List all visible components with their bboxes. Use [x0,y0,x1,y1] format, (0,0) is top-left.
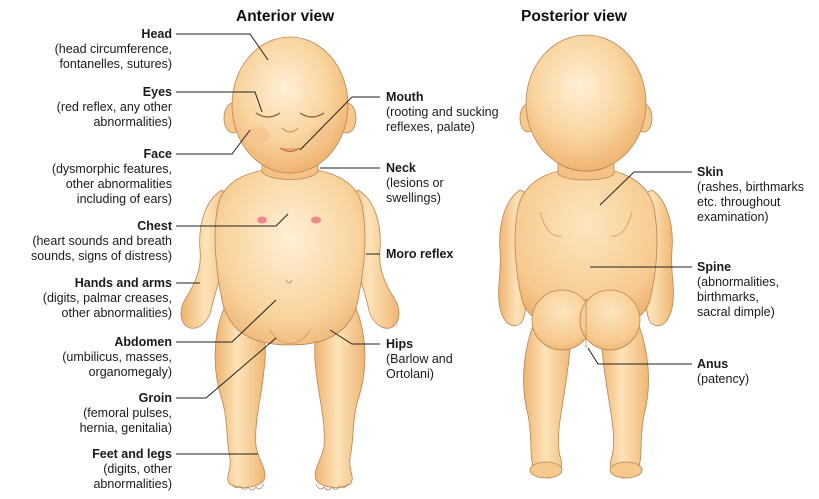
label-neck-line: (lesions or [386,176,444,191]
label-hips-line: Ortolani) [386,367,453,382]
label-moro-title: Moro reflex [386,247,453,262]
label-hands-arms: Hands and arms (digits, palmar creases, … [43,276,172,321]
label-eyes-line: abnormalities) [57,115,172,130]
posterior-view-title: Posterior view [521,8,627,26]
label-spine-title: Spine [697,260,779,275]
label-spine: Spine (abnormalities, birthmarks, sacral… [697,260,779,320]
label-mouth: Mouth (rooting and sucking reflexes, pal… [386,90,499,135]
label-groin-title: Groin [80,391,172,406]
label-eyes-title: Eyes [57,85,172,100]
label-skin-title: Skin [697,165,804,180]
label-feet-title: Feet and legs [92,447,172,462]
label-face-line: including of ears) [52,192,172,207]
label-feet-legs: Feet and legs (digits, other abnormaliti… [92,447,172,492]
label-chest-title: Chest [31,219,172,234]
label-hands-title: Hands and arms [43,276,172,291]
label-spine-line: (abnormalities, [697,275,779,290]
anterior-head [232,37,348,173]
right-buttock [580,290,640,350]
label-abdomen-line: (umbilicus, masses, [62,350,172,365]
label-mouth-title: Mouth [386,90,499,105]
label-chest-line: (heart sounds and breath [31,234,172,249]
label-groin-line: (femoral pulses, [80,406,172,421]
label-neck-title: Neck [386,161,444,176]
label-anus: Anus (patency) [697,357,749,387]
label-groin-line: hernia, genitalia) [80,421,172,436]
right-nipple [311,217,321,224]
label-head: Head (head circumference, fontanelles, s… [55,27,172,72]
label-face-line: (dysmorphic features, [52,162,172,177]
label-skin-line: etc. throughout [697,195,804,210]
label-eyes: Eyes (red reflex, any other abnormalitie… [57,85,172,130]
label-abdomen-title: Abdomen [62,335,172,350]
label-moro-reflex: Moro reflex [386,247,453,262]
label-abdomen-line: organomegaly) [62,365,172,380]
anterior-view-title: Anterior view [236,8,334,26]
label-neck: Neck (lesions or swellings) [386,161,444,206]
label-skin-line: examination) [697,210,804,225]
label-hips-title: Hips [386,337,453,352]
left-nipple [257,217,267,224]
label-neck-line: swellings) [386,191,444,206]
label-face-title: Face [52,147,172,162]
label-chest-line: sounds, signs of distress) [31,249,172,264]
label-anus-title: Anus [697,357,749,372]
label-hips-line: (Barlow and [386,352,453,367]
label-groin: Groin (femoral pulses, hernia, genitalia… [80,391,172,436]
anterior-torso [215,168,365,345]
label-mouth-line: reflexes, palate) [386,120,499,135]
anterior-baby [181,37,399,490]
label-hips: Hips (Barlow and Ortolani) [386,337,453,382]
posterior-baby [499,35,674,478]
label-head-line: (head circumference, [55,42,172,57]
label-spine-line: sacral dimple) [697,305,779,320]
label-abdomen: Abdomen (umbilicus, masses, organomegaly… [62,335,172,380]
label-eyes-line: (red reflex, any other [57,100,172,115]
label-feet-line: abnormalities) [92,477,172,492]
label-skin-line: (rashes, birthmarks [697,180,804,195]
posterior-head [526,35,646,171]
label-mouth-line: (rooting and sucking [386,105,499,120]
label-skin: Skin (rashes, birthmarks etc. throughout… [697,165,804,225]
label-spine-line: birthmarks, [697,290,779,305]
label-head-title: Head [55,27,172,42]
label-face-line: other abnormalities [52,177,172,192]
label-face: Face (dysmorphic features, other abnorma… [52,147,172,207]
label-chest: Chest (heart sounds and breath sounds, s… [31,219,172,264]
label-anus-line: (patency) [697,372,749,387]
label-feet-line: (digits, other [92,462,172,477]
label-hands-line: other abnormalities) [43,306,172,321]
label-head-line: fontanelles, sutures) [55,57,172,72]
label-hands-line: (digits, palmar creases, [43,291,172,306]
